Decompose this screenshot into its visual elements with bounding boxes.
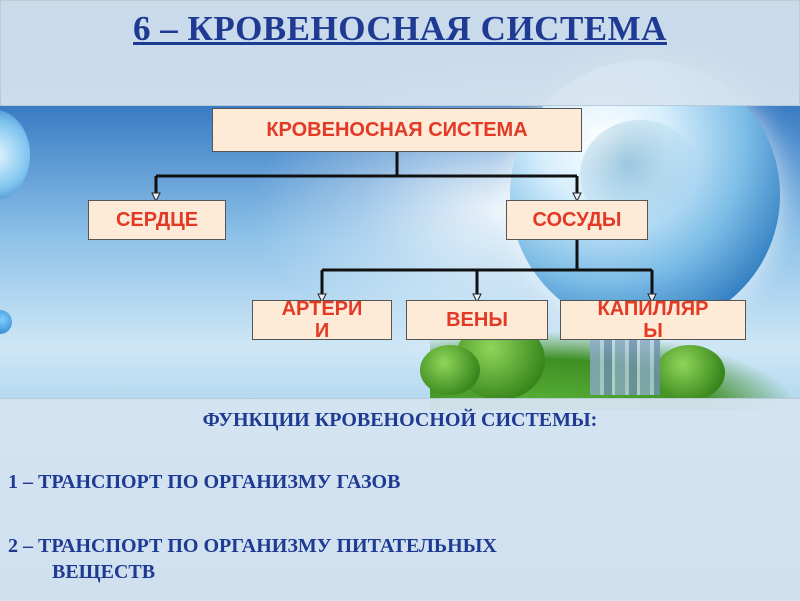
function-item-1: 1 – ТРАНСПОРТ ПО ОРГАНИЗМУ ГАЗОВ [8, 471, 401, 493]
function-item-2-line1: 2 – ТРАНСПОРТ ПО ОРГАНИЗМУ ПИТАТЕЛЬНЫХ [8, 535, 497, 557]
node-label: СЕРДЦЕ [115, 209, 199, 231]
node-vessels: СОСУДЫ [506, 200, 648, 240]
node-capillaries: КАПИЛЛЯР Ы [560, 298, 746, 342]
node-heart: СЕРДЦЕ [88, 200, 226, 240]
node-label: СОСУДЫ [532, 209, 622, 231]
connector-lines [0, 152, 800, 400]
node-veins: ВЕНЫ [406, 300, 548, 340]
node-label: КРОВЕНОСНАЯ СИСТЕМА [266, 119, 528, 141]
node-label-line2: И [314, 320, 330, 342]
node-arteries: АРТЕРИ И [252, 298, 392, 342]
node-label-line1: АРТЕРИ [281, 298, 363, 320]
functions-heading: ФУНКЦИИ КРОВЕНОСНОЙ СИСТЕМЫ: [202, 409, 598, 431]
slide-title: 6 – КРОВЕНОСНАЯ СИСТЕМА [133, 9, 667, 48]
node-label: ВЕНЫ [446, 309, 508, 331]
functions-panel: ФУНКЦИИ КРОВЕНОСНОЙ СИСТЕМЫ: 1 – ТРАНСПО… [0, 398, 800, 601]
title-panel: 6 – КРОВЕНОСНАЯ СИСТЕМА [0, 0, 800, 106]
tree-image [420, 345, 480, 395]
function-item-2-line2: ВЕЩЕСТВ [52, 561, 156, 583]
node-label-line2: Ы [643, 320, 663, 342]
node-label-line1: КАПИЛЛЯР [597, 298, 709, 320]
tree-image [655, 345, 725, 400]
city-buildings-image [590, 340, 660, 395]
blue-bubble [0, 310, 12, 334]
node-circulatory-system: КРОВЕНОСНАЯ СИСТЕМА [212, 108, 582, 152]
